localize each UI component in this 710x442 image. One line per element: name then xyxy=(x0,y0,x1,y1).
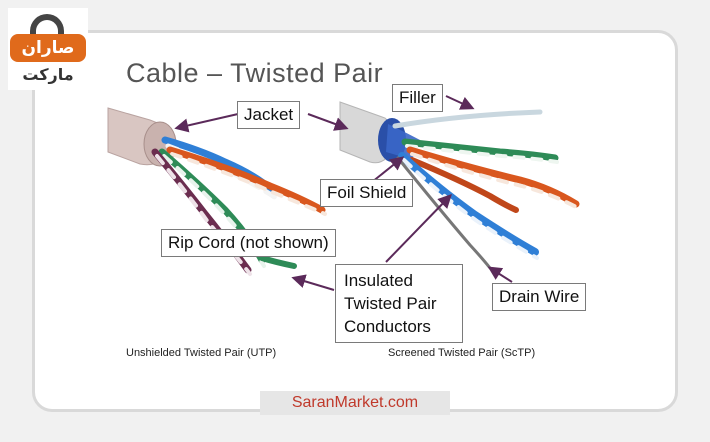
label-drain-wire: Drain Wire xyxy=(492,283,587,311)
label-jacket: Jacket xyxy=(237,101,301,129)
label-insulated-conductors: Insulated Twisted Pair Conductors xyxy=(335,264,463,343)
logo-bottom-text: ماركت xyxy=(22,65,74,84)
watermark-site: SaranMarket.com xyxy=(260,391,450,415)
label-filler: Filler xyxy=(392,84,443,112)
label-insulated-line1: Insulated xyxy=(344,271,413,290)
caption-sctp: Screened Twisted Pair (ScTP) xyxy=(388,347,536,359)
label-insulated-line3: Conductors xyxy=(344,317,431,336)
shopping-bag-icon xyxy=(30,14,64,38)
label-foil-shield: Foil Shield xyxy=(320,179,414,207)
label-insulated-line2: Twisted Pair xyxy=(344,294,437,313)
label-rip-cord: Rip Cord (not shown) xyxy=(161,229,336,257)
sctp-cable xyxy=(339,101,580,270)
logo-top-text: صاران xyxy=(10,34,86,62)
page-title: Cable – Twisted Pair xyxy=(126,58,384,88)
callout-arrows xyxy=(174,95,513,291)
diagram-frame xyxy=(32,30,678,412)
caption-utp: Unshielded Twisted Pair (UTP) xyxy=(126,347,277,359)
brand-logo: صاران ماركت xyxy=(8,8,88,90)
